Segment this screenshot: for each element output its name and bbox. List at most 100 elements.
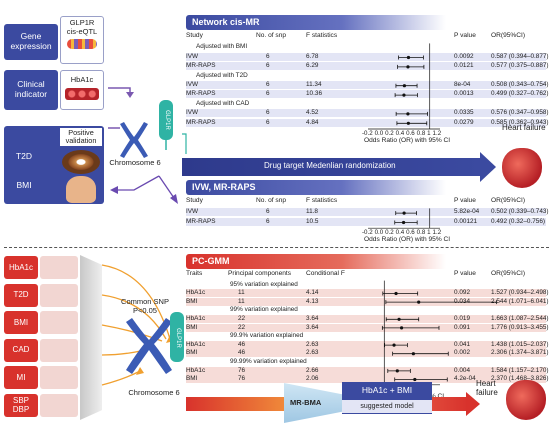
or-cell: 2.306 (1.374–3.871) [491,349,549,357]
header-cell: Study [186,32,203,39]
section-divider [4,247,549,248]
f-cell: 4.14 [306,289,319,297]
group-label: Adjusted with T2D [196,71,248,79]
snp-cell: 46 [238,340,246,348]
glp1r-bottom-graphic: GLP1R [170,312,184,362]
or-cell: 1.527 (0.934–2.498) [491,289,549,297]
f-cell: 2.63 [306,349,319,357]
trait-box: BMI [4,311,38,334]
group-row: Adjusted with BMI [186,43,546,51]
snp-cell: 6 [266,217,270,225]
or-cell: 1.584 (1.157–2.170) [491,366,549,374]
glp1r-vertical-top: GLP1R [164,110,170,130]
or-cell: 0.576 (0.347–0.958) [491,109,549,117]
f-cell: 2.63 [306,340,319,348]
p-cell: 5.82e-04 [454,208,480,216]
snp-cell: 22 [238,315,246,322]
group-row: 99.9% variation explained [186,332,546,340]
snp-cell: 46 [238,349,246,357]
group-row: Adjusted with T2D [186,72,546,80]
point-estimate [399,326,404,330]
p-cell: 0.091 [454,323,470,331]
or-cell: 2.544 (1.071–6.041) [491,297,549,305]
point-estimate [395,369,399,373]
p-cell: 0.034 [454,297,470,305]
dna-icon [67,39,97,50]
heart-failure-bottom-label: Heart failure [476,379,498,397]
trait-box: MI [4,366,38,389]
study-cell: HbA1c [186,340,206,348]
snp-cell: 6 [266,62,270,70]
group-label: 99.99% variation explained [230,358,307,365]
trait-box: SBP DBP [4,393,38,417]
or-cell: 0.502 (0.339–0.743) [491,208,549,216]
f-cell: 10.5 [306,217,319,225]
snp-cell: 6 [266,90,270,98]
group-label: 99% variation explained [230,306,298,314]
study-cell: IVW [186,81,199,88]
f-cell: 6.29 [306,62,319,70]
p-cell: 0.019 [454,315,470,322]
snp-cell: 6 [266,109,270,117]
obese-person-icon [66,176,96,203]
point-estimate [392,343,396,347]
axis-ticks: -0.2 0.0 0.2 0.4 0.6 0.8 1 1.2 [362,229,442,237]
group-row: 99.99% variation explained [186,358,546,366]
or-cell: 1.776 (0.913–3.455) [491,323,549,331]
header-cell: P value [454,270,476,277]
chromosome-6-top-label: Chromosome 6 [109,158,161,167]
point-estimate [397,317,401,321]
header-cell: Conditional F [306,270,345,277]
suggested-model-label: suggested model [342,400,432,413]
point-estimate [411,352,415,356]
donut-icon [62,150,100,174]
study-cell: MR-RAPS [186,62,216,70]
or-cell: 0.508 (0.343–0.754) [491,81,549,88]
p-cell: 0.041 [454,340,470,348]
f-cell: 3.64 [306,323,319,331]
heart-failure-top-label: Heart failure [502,123,546,132]
arrow-to-bmi [110,175,178,204]
red-flow-arrow-2 [432,397,468,411]
study-cell: BMI [186,375,198,383]
mrbma-result-label: HbA1c + BMI [361,385,413,395]
positive-validation-label: Positive validation [60,128,102,147]
bmi-label: BMI [16,180,32,190]
drug-target-label: Drug target Medenlian randomization [264,161,396,170]
p-cell: 0.0279 [454,118,474,126]
or-cell: 0.585 (0.362–0.943) [491,118,549,126]
p-cell: 0.0013 [454,90,474,98]
group-label: 95% variation explained [230,280,298,288]
p-cell: 0.0335 [454,109,474,117]
study-cell: MR-RAPS [186,90,216,98]
group-row: 99% variation explained [186,306,546,314]
header-cell: F statistics [306,32,338,39]
f-cell: 2.06 [306,375,319,383]
group-label: Adjusted with CAD [196,99,250,107]
f-cell: 4.52 [306,109,319,117]
or-cell: 0.577 (0.375–0.887) [491,62,549,70]
red-flow-arrow [186,397,286,411]
point-estimate [402,211,406,215]
trait-box: T2D [4,283,38,307]
hba1c-label: HbA1c [70,75,94,84]
p-cell: 4.2e-04 [454,375,476,383]
p-cell: 0.0092 [454,52,474,60]
f-cell: 11.8 [306,208,318,216]
common-snp-label: Common SNP P<0.05 [121,297,169,315]
glp1r-eqtl-label: GLP1R cis-eQTL [66,18,98,36]
or-cell: 2.370 (1.468–3.826) [491,375,549,383]
study-cell: MR-RAPS [186,118,216,126]
